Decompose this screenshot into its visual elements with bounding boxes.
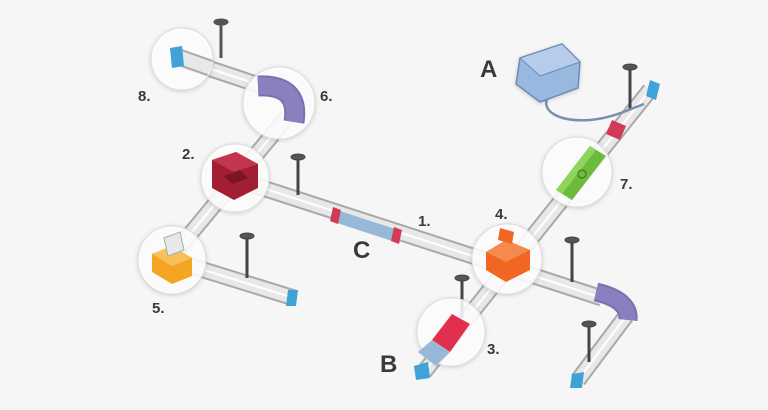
end-cap-component-8 (170, 46, 184, 68)
end-cap-b (414, 362, 430, 380)
screw-middle (290, 153, 306, 195)
power-adapter-a (515, 43, 581, 103)
screw-right (564, 236, 580, 282)
power-cable (545, 95, 645, 122)
screw-left-bottom (239, 232, 255, 278)
label-1: 1. (418, 213, 431, 230)
clamp-component-7 (556, 146, 606, 200)
label-2: 2. (182, 146, 195, 163)
label-b: B (380, 351, 398, 378)
label-3: 3. (487, 341, 500, 358)
label-4: 4. (495, 206, 508, 223)
label-c: C (353, 237, 371, 264)
elbow-right (593, 282, 638, 321)
feed-connector (545, 95, 645, 140)
label-6: 6. (320, 88, 333, 105)
corner-connector-component-5 (152, 231, 192, 284)
component-4-circle (471, 223, 543, 295)
component-7-circle (541, 136, 613, 208)
end-cap-top-right (646, 80, 660, 100)
label-5: 5. (152, 300, 165, 317)
rail-joint-c (330, 207, 402, 244)
label-8: 8. (138, 88, 151, 105)
component-6-circle (242, 66, 316, 140)
component-2-circle (200, 143, 270, 213)
component-3-circle (416, 297, 486, 367)
end-cap-right-bottom (570, 372, 584, 388)
screw-right-bottom (581, 320, 597, 362)
end-connector-component-3 (418, 314, 470, 366)
tee-connector-component-2 (212, 152, 258, 200)
label-a: A (480, 56, 498, 83)
screw-top-right (622, 63, 638, 110)
label-7: 7. (620, 176, 633, 193)
cross-connector-component-4 (486, 228, 530, 282)
component-8-circle (150, 19, 228, 91)
end-cap-left-bottom (286, 290, 298, 306)
component-5-circle (137, 225, 207, 295)
